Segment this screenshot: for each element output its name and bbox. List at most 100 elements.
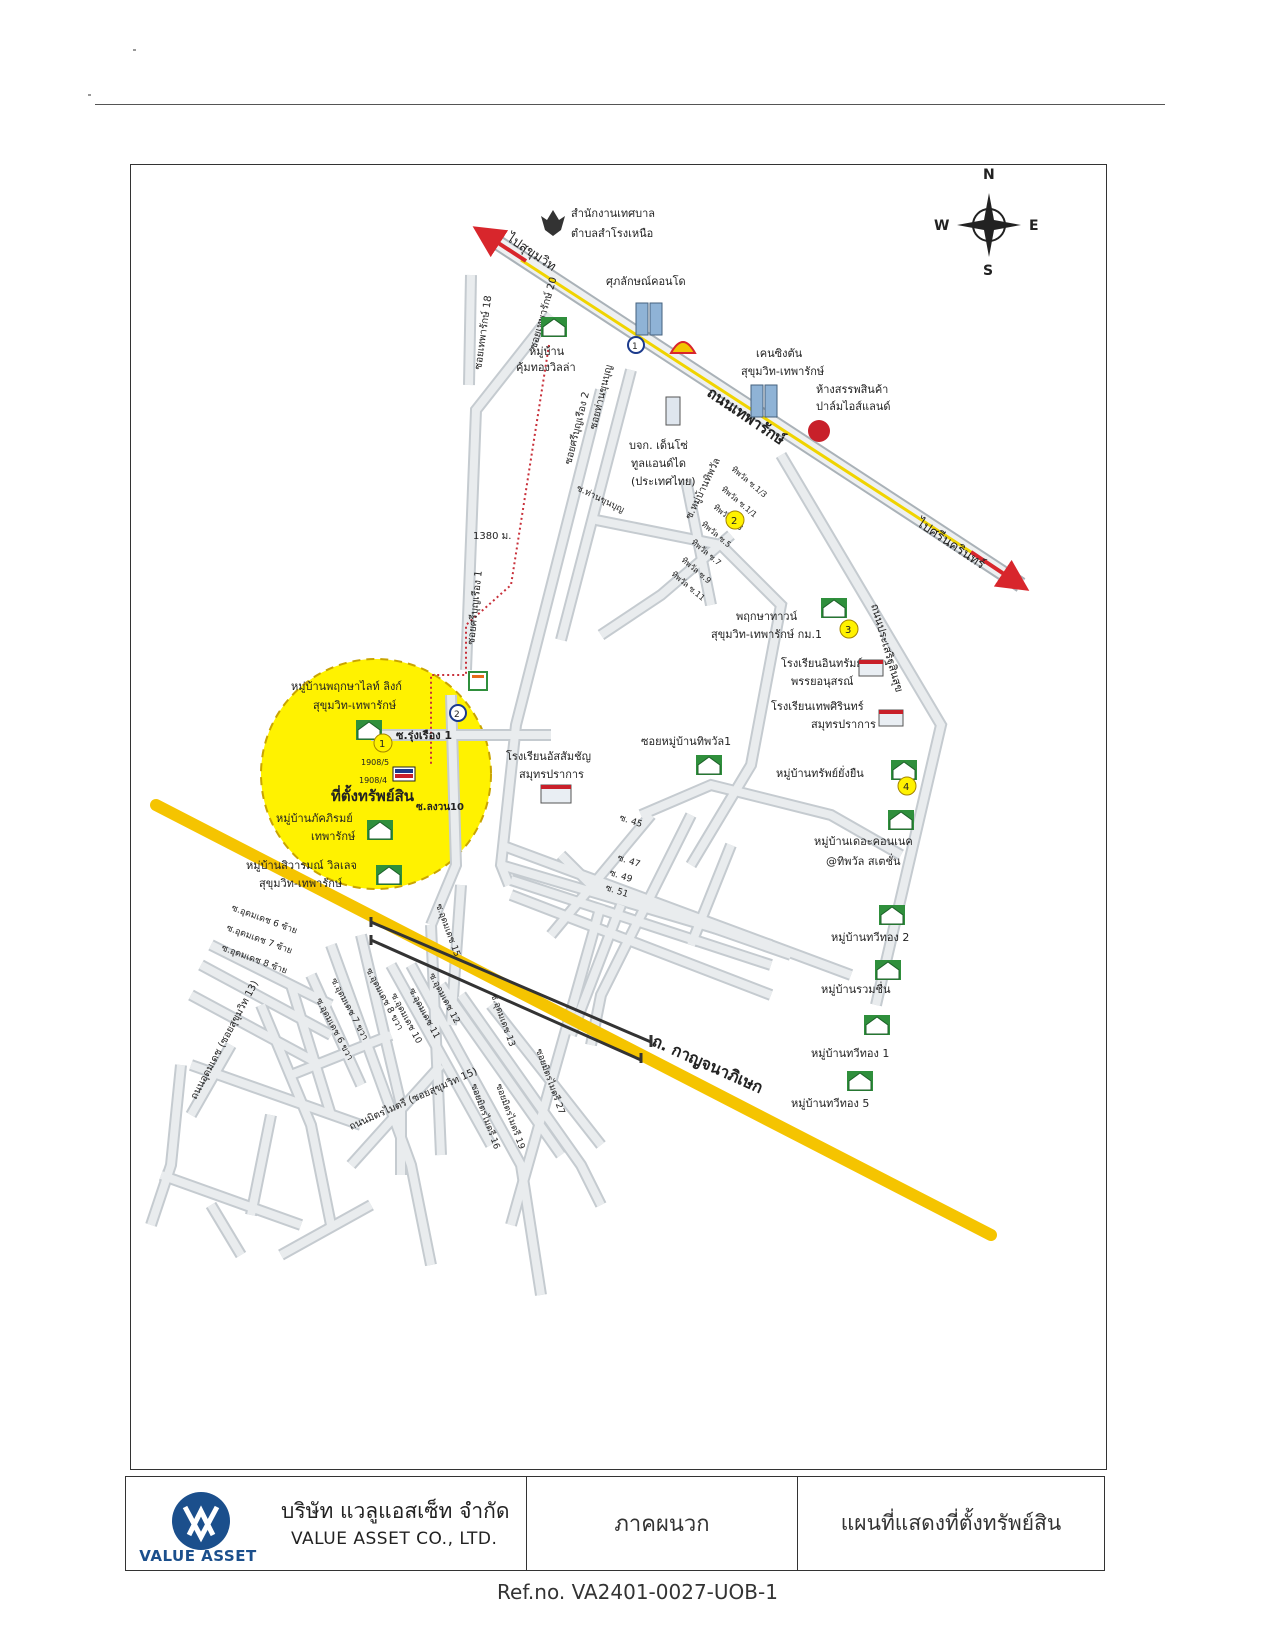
building-icon xyxy=(635,302,663,336)
svg-text:4: 4 xyxy=(903,782,909,793)
label-khumthong-1: หมู่บ้าน xyxy=(529,345,565,358)
label-kensington-2: สุขุมวิท-เทพารักษ์ xyxy=(741,365,824,378)
label-school-assumption-1: โรงเรียนอัสสัมชัญ xyxy=(506,749,591,763)
scan-speck xyxy=(88,94,91,96)
house-icon xyxy=(891,760,917,780)
label-denso-1: บจก. เด็นโซ่ xyxy=(629,438,688,452)
company-name-en: VALUE ASSET CO., LTD. xyxy=(291,1529,498,1549)
header-rule xyxy=(95,104,1165,105)
label-denso-2: ทูลแอนด์ได xyxy=(631,457,686,470)
label-kensington-1: เคนซิงตัน xyxy=(756,347,803,360)
label-phakphirom-1: หมู่บ้านภัคภิรมย์ xyxy=(276,812,353,825)
kanchanaphisek-highway xyxy=(150,799,997,1241)
company-block: VALUE ASSET บริษัท แวลูแอสเซ็ท จำกัด VAL… xyxy=(126,1477,527,1570)
pin-1: 1 xyxy=(627,336,645,354)
convenience-store-icon xyxy=(468,671,488,691)
building-icon xyxy=(750,384,778,418)
svg-text:3: 3 xyxy=(845,625,851,636)
label-pruksa-town-1: พฤกษาทาวน์ xyxy=(736,610,798,623)
label-palm-1: ห้างสรรพสินค้า xyxy=(816,383,888,396)
label-school-thepsirin-2: สมุทรปราการ xyxy=(811,718,876,731)
svg-text:2: 2 xyxy=(454,710,460,720)
house-icon xyxy=(821,598,847,618)
map-title: แผนที่แสดงที่ตั้งทรัพย์สิน xyxy=(840,1511,1062,1535)
label-school-assumption-2: สมุทรปราการ xyxy=(519,768,584,781)
compass-icon: N S W E xyxy=(934,167,1039,279)
reference-number: Ref.no. VA2401-0027-UOB-1 xyxy=(497,1580,778,1604)
label-the-connect-1: หมู่บ้านเดอะคอนเนค xyxy=(814,835,913,848)
subject-area-circle xyxy=(260,658,492,890)
label-khumthong-2: คุ้มทองวิลล่า xyxy=(516,361,576,374)
company-name-th: บริษัท แวลูแอสเซ็ท จำกัด xyxy=(281,1499,510,1523)
school-icon xyxy=(878,709,904,727)
garuda-emblem-icon xyxy=(541,210,565,236)
logo-text: VALUE ASSET xyxy=(139,1547,257,1565)
school-icon xyxy=(858,659,884,677)
value-asset-logo-icon xyxy=(172,1492,230,1550)
house-icon xyxy=(847,1071,873,1091)
road-label-soi-45: ซ. 45 xyxy=(618,813,643,830)
label-municipal-1: สำนักงานเทศบาล xyxy=(571,207,655,220)
road-label-soi-47: ซ. 47 xyxy=(616,853,641,870)
label-ruamchuen: หมู่บ้านรวมชื่น xyxy=(821,981,891,996)
minor-road-fill xyxy=(147,274,946,1296)
compass-east: E xyxy=(1029,218,1039,234)
marker-1: 1 xyxy=(373,733,393,753)
label-siwaram-1: หมู่บ้านสิวารมณ์ วิลเลจ xyxy=(246,859,357,872)
label-supalai: ศุภลักษณ์คอนโด xyxy=(606,274,686,288)
house-icon xyxy=(879,905,905,925)
svg-text:1: 1 xyxy=(379,739,385,750)
svg-text:1: 1 xyxy=(632,342,638,352)
road-label-to-srinakarin: ไปศรีนครินทร์ xyxy=(913,514,988,572)
house-icon xyxy=(356,720,382,740)
marker-2: 2 xyxy=(725,510,745,530)
subject-flag-icon xyxy=(392,766,416,782)
label-pruksa-light-2: สุขุมวิท-เทพารักษ์ xyxy=(313,699,396,712)
house-icon xyxy=(376,865,402,885)
appendix-label: ภาคผนวก xyxy=(527,1477,798,1570)
house-icon xyxy=(888,810,914,830)
pin-2: 2 xyxy=(449,704,467,722)
road-label-rungrueang: ซ.รุ่งเรือง 1 xyxy=(396,729,452,743)
label-thawithong-5: หมู่บ้านทวีทอง 5 xyxy=(791,1097,869,1110)
house-icon xyxy=(696,755,722,775)
compass-west: W xyxy=(934,218,949,234)
label-palm-2: ปาล์มไอส์แลนด์ xyxy=(816,400,891,413)
label-the-connect-2: @ทิพวัล สเตชั่น xyxy=(826,853,901,868)
map-canvas: 1380 ม. N S W E ถนนเทพารักษ์ ไปสุขุมวิท … xyxy=(145,167,1039,1296)
label-school-intharam-1: โรงเรียนอินทรัมย์ xyxy=(781,656,863,670)
house-icon xyxy=(541,317,567,337)
label-school-intharam-2: พรรยอนุสรณ์ xyxy=(791,675,853,688)
label-subject-property: ที่ตั้งทรัพย์สิน xyxy=(331,784,415,805)
label-municipal-2: ตำบลสำโรงเหนือ xyxy=(571,226,653,240)
distance-label: 1380 ม. xyxy=(473,531,511,542)
house-icon xyxy=(367,820,393,840)
label-sap-yangyuen: หมู่บ้านทรัพย์ยั่งยืน xyxy=(776,765,864,780)
title-block: VALUE ASSET บริษัท แวลูแอสเซ็ท จำกัด VAL… xyxy=(125,1476,1105,1571)
label-phakphirom-2: เทพารักษ์ xyxy=(311,830,356,843)
location-map: 1380 ม. N S W E ถนนเทพารักษ์ ไปสุขุมวิท … xyxy=(130,164,1107,1470)
compass-south: S xyxy=(983,263,993,279)
compass-north: N xyxy=(983,167,995,183)
label-plot-2: 1908/4 xyxy=(359,776,387,785)
label-pruksa-light-1: หมู่บ้านพฤกษาไลท์ ลิงก์ xyxy=(291,680,402,693)
svg-text:2: 2 xyxy=(731,516,737,527)
shell-logo-icon xyxy=(669,341,697,354)
road-label-tipawan-village: ซอยหมู่บ้านทิพวัล1 xyxy=(641,735,731,748)
marker-3: 3 xyxy=(839,619,859,639)
label-denso-3: (ประเทศไทย) xyxy=(631,475,696,488)
label-thawithong-1: หมู่บ้านทวีทอง 1 xyxy=(811,1047,889,1060)
road-label-tha-khun: ซอยท่านขุนบุญ xyxy=(588,364,615,431)
label-pruksa-town-2: สุขุมวิท-เทพารักษ์ กม.1 xyxy=(711,628,822,641)
road-label-songwan: ซ.ลงวน10 xyxy=(416,802,464,813)
label-thawithong-2: หมู่บ้านทวีทอง 2 xyxy=(831,931,909,944)
school-icon xyxy=(540,784,572,804)
road-label-thepharak-20: ซอยเทพารักษ์ 20 xyxy=(527,276,559,351)
mall-logo-icon xyxy=(808,420,830,442)
factory-icon xyxy=(665,396,681,426)
label-siwaram-2: สุขุมวิท-เทพารักษ์ xyxy=(259,877,342,890)
marker-4: 4 xyxy=(897,776,917,796)
scan-speck xyxy=(133,49,136,51)
label-school-thepsirin-1: โรงเรียนเทพศิรินทร์ xyxy=(771,699,864,713)
expressway-bar xyxy=(370,920,652,1044)
